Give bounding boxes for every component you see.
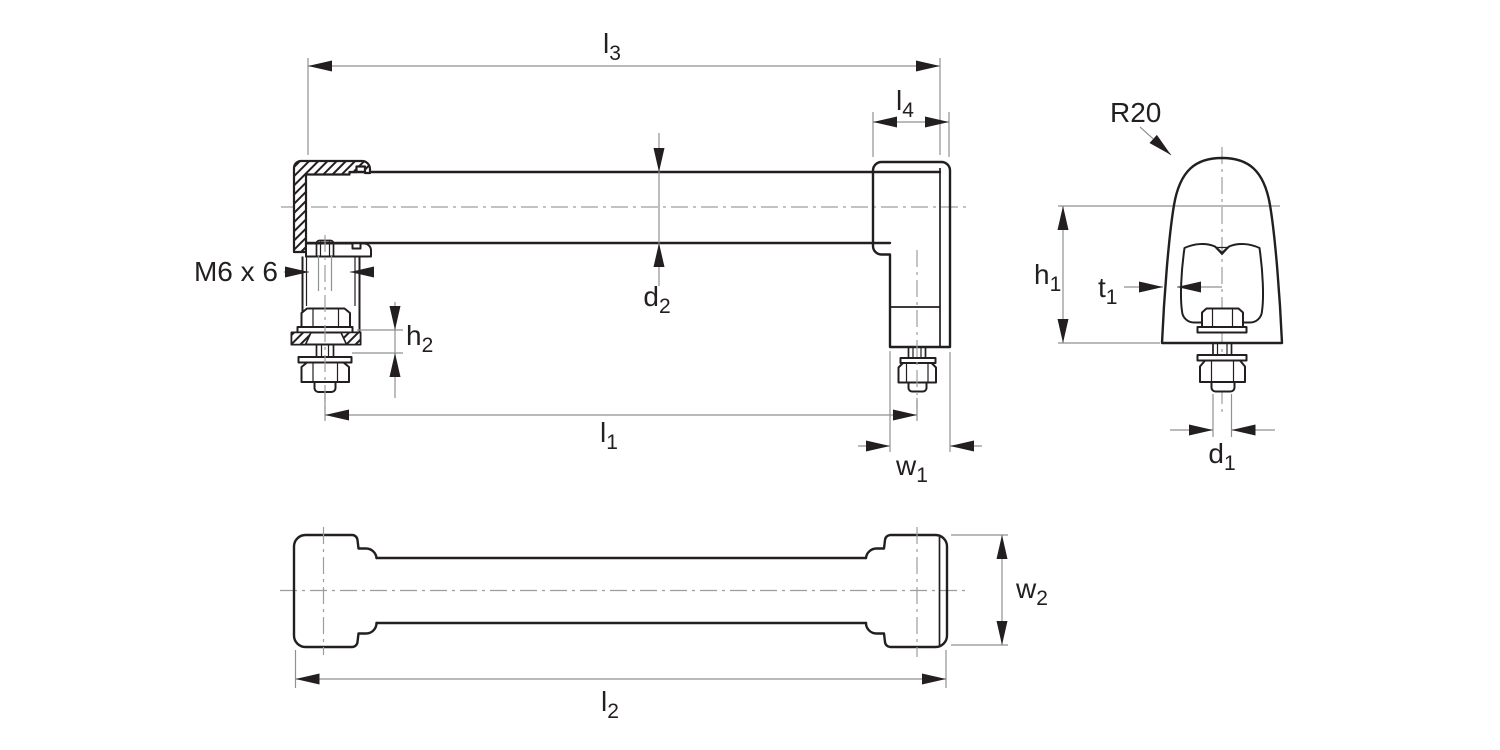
right-hex-nut-facets xyxy=(905,364,929,382)
tube-body xyxy=(304,170,942,245)
l2-extension-lines xyxy=(294,650,947,688)
side-hex-nut xyxy=(1199,359,1246,383)
dimension-m6: M6 x 6 xyxy=(194,256,374,287)
dim-label-l3: l3 xyxy=(603,28,621,65)
dim-label-h2: h2 xyxy=(406,320,433,357)
side-inner-nut xyxy=(1201,307,1244,328)
l1-extension-lines xyxy=(324,392,918,421)
stud xyxy=(315,344,335,357)
right-foot-inner-lines xyxy=(890,168,941,347)
dim-label-d1: d1 xyxy=(1208,438,1235,475)
side-inner-nut-facets xyxy=(1211,309,1234,327)
dimension-d2: d2 xyxy=(643,133,671,318)
dimension-l4: l4 xyxy=(872,85,950,157)
hex-nut-facets xyxy=(312,363,339,382)
side-end-nut xyxy=(1210,381,1236,393)
top-view xyxy=(280,527,965,657)
r20-leader xyxy=(1139,126,1172,156)
dimension-l1: l1 xyxy=(324,392,918,454)
dim-label-l4: l4 xyxy=(896,85,914,122)
side-stud xyxy=(1212,343,1233,355)
right-stud xyxy=(907,347,927,358)
top-view-right-foot xyxy=(864,533,949,649)
side-view xyxy=(1058,147,1284,415)
left-foot-clamp xyxy=(305,242,372,258)
dimension-h1: h1 xyxy=(1034,206,1160,344)
dimension-l2: l2 xyxy=(294,650,947,723)
bolt-head-facets xyxy=(312,309,340,327)
dim-label-w1: w1 xyxy=(895,450,928,487)
right-stud-thread xyxy=(912,347,922,358)
dimension-w2: w2 xyxy=(951,534,1048,646)
dim-label-r20: R20 xyxy=(1110,97,1161,128)
dimension-l3: l3 xyxy=(307,28,941,155)
l3-extension-lines xyxy=(307,58,941,155)
right-foot-outline xyxy=(871,160,952,349)
dim-label-t1: t1 xyxy=(1098,272,1117,309)
dimension-w1: w1 xyxy=(858,351,982,487)
top-view-left-foot xyxy=(292,533,378,649)
left-foot-inner-walls xyxy=(305,256,356,306)
recess-detent xyxy=(1214,246,1230,256)
dimension-h2: h2 xyxy=(352,302,433,398)
dim-label-m6: M6 x 6 xyxy=(194,256,278,287)
dim-label-d2: d2 xyxy=(643,281,670,318)
foot-dome-outline xyxy=(1160,156,1284,345)
dimension-d1: d1 xyxy=(1170,394,1275,475)
side-stud-thread xyxy=(1216,343,1228,355)
dim-label-l2: l2 xyxy=(601,686,619,723)
screw-hole-lines xyxy=(317,256,333,291)
base-plate-section xyxy=(290,331,362,346)
stud-thread xyxy=(320,344,330,357)
dimension-r20: R20 xyxy=(1110,97,1172,156)
bolt-head xyxy=(300,307,351,328)
side-inner-washer xyxy=(1196,326,1248,334)
side-hex-nut-facets xyxy=(1210,361,1235,382)
set-screw-facets xyxy=(319,241,331,256)
dimension-t1: t1 xyxy=(1098,272,1222,309)
top-view-tube xyxy=(375,556,868,625)
front-view xyxy=(281,159,967,409)
dim-label-l1: l1 xyxy=(600,417,618,454)
end-cap-section xyxy=(292,159,372,254)
dim-label-w2: w2 xyxy=(1015,573,1048,610)
w1-extension-lines xyxy=(889,351,951,452)
w2-extension-lines xyxy=(951,534,1008,646)
dim-label-h1: h1 xyxy=(1034,259,1061,296)
